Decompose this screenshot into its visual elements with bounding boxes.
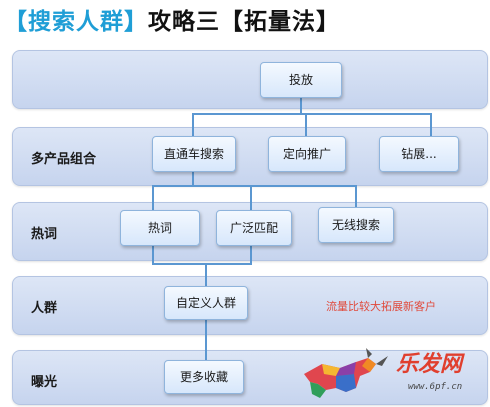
- connector: [430, 113, 432, 136]
- logo-text: 乐发网: [396, 351, 463, 377]
- row-label-crowd: 人群: [31, 301, 58, 316]
- node-wireless-search: 无线搜索: [318, 207, 394, 243]
- connector: [192, 113, 432, 115]
- row-label-hot-words: 热词: [31, 227, 58, 242]
- connector: [305, 113, 307, 136]
- connector: [152, 263, 252, 265]
- connector: [300, 98, 302, 114]
- logo-url: www.6pf.cn: [408, 382, 463, 392]
- bull-logo-icon: [304, 348, 388, 398]
- title-highlight: 【搜索人群】: [4, 9, 148, 35]
- connector: [152, 246, 154, 264]
- connector: [152, 185, 357, 187]
- connector: [355, 185, 357, 210]
- row-label-exposure: 曝光: [31, 375, 58, 390]
- node-more-favorites: 更多收藏: [164, 360, 244, 394]
- page-title: 【搜索人群】攻略三【拓量法】: [4, 2, 340, 36]
- row-label-product-combo: 多产品组合: [31, 152, 97, 167]
- connector: [152, 185, 154, 210]
- connector: [192, 113, 194, 136]
- band-row-4: 人群: [12, 276, 488, 335]
- band-row-1: [12, 50, 488, 109]
- node-zhitongche-search: 直通车搜索: [152, 136, 236, 172]
- annotation-note: 流量比较大拓展新客户: [326, 300, 436, 313]
- connector: [192, 172, 194, 186]
- node-targeted-promotion: 定向推广: [268, 136, 346, 172]
- connector: [250, 246, 252, 264]
- connector: [250, 185, 252, 210]
- connector: [205, 263, 207, 287]
- node-diamond-booth: 钻展...: [379, 136, 459, 172]
- connector: [205, 320, 207, 360]
- title-rest: 攻略三【拓量法】: [148, 9, 340, 35]
- node-hot-words: 热词: [120, 210, 200, 246]
- node-custom-crowd: 自定义人群: [164, 286, 248, 320]
- node-toufang: 投放: [260, 62, 342, 98]
- node-broad-match: 广泛匹配: [216, 210, 292, 246]
- band-row-5: 曝光: [12, 350, 488, 405]
